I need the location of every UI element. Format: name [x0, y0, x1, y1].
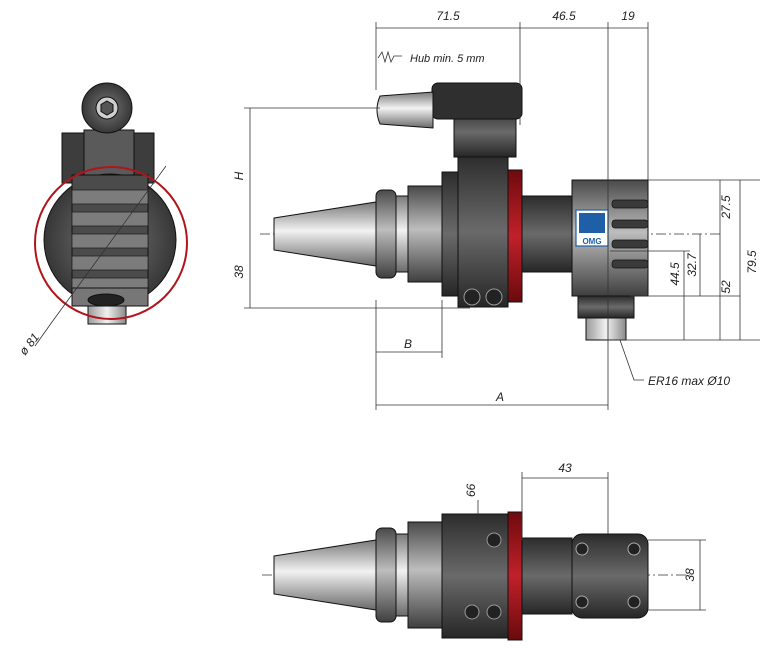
diameter-circle	[34, 166, 188, 320]
front-view: ø 81	[16, 82, 188, 358]
dim-diameter-81: ø 81	[16, 330, 42, 358]
dim-h: H	[232, 171, 246, 180]
collet-nut	[585, 317, 627, 341]
dim-27-5: 27.5	[719, 195, 733, 220]
logo: OMG	[575, 209, 609, 247]
dim-a: A	[495, 390, 504, 404]
dim-32-7: 32.7	[685, 252, 699, 277]
taper-shank	[273, 201, 377, 267]
dim-b: B	[404, 337, 412, 351]
stop-pin	[376, 91, 434, 129]
red-ring	[507, 169, 523, 303]
dim-46-5: 46.5	[552, 9, 576, 23]
dim-43: 43	[558, 461, 572, 475]
dim-79-5: 79.5	[745, 250, 759, 274]
dim-52: 52	[719, 280, 733, 294]
side-view: OMG 71.5 46.5 19 Hub min. 5 mm H 38 B A	[232, 9, 760, 410]
svg-text:OMG: OMG	[582, 237, 601, 246]
dim-44-5: 44.5	[668, 262, 682, 286]
dim-bottom-38: 38	[683, 568, 697, 582]
note-collet: ER16 max Ø10	[648, 374, 730, 388]
dim-left-38: 38	[232, 265, 246, 279]
note-stroke: Hub min. 5 mm	[410, 53, 485, 65]
dim-71-5: 71.5	[436, 9, 460, 23]
dim-66: 66	[464, 483, 478, 497]
hex-socket-icon	[100, 100, 114, 116]
top-view: 66 43 38	[262, 461, 706, 641]
bearing-housing	[457, 154, 509, 308]
dim-19: 19	[621, 9, 635, 23]
